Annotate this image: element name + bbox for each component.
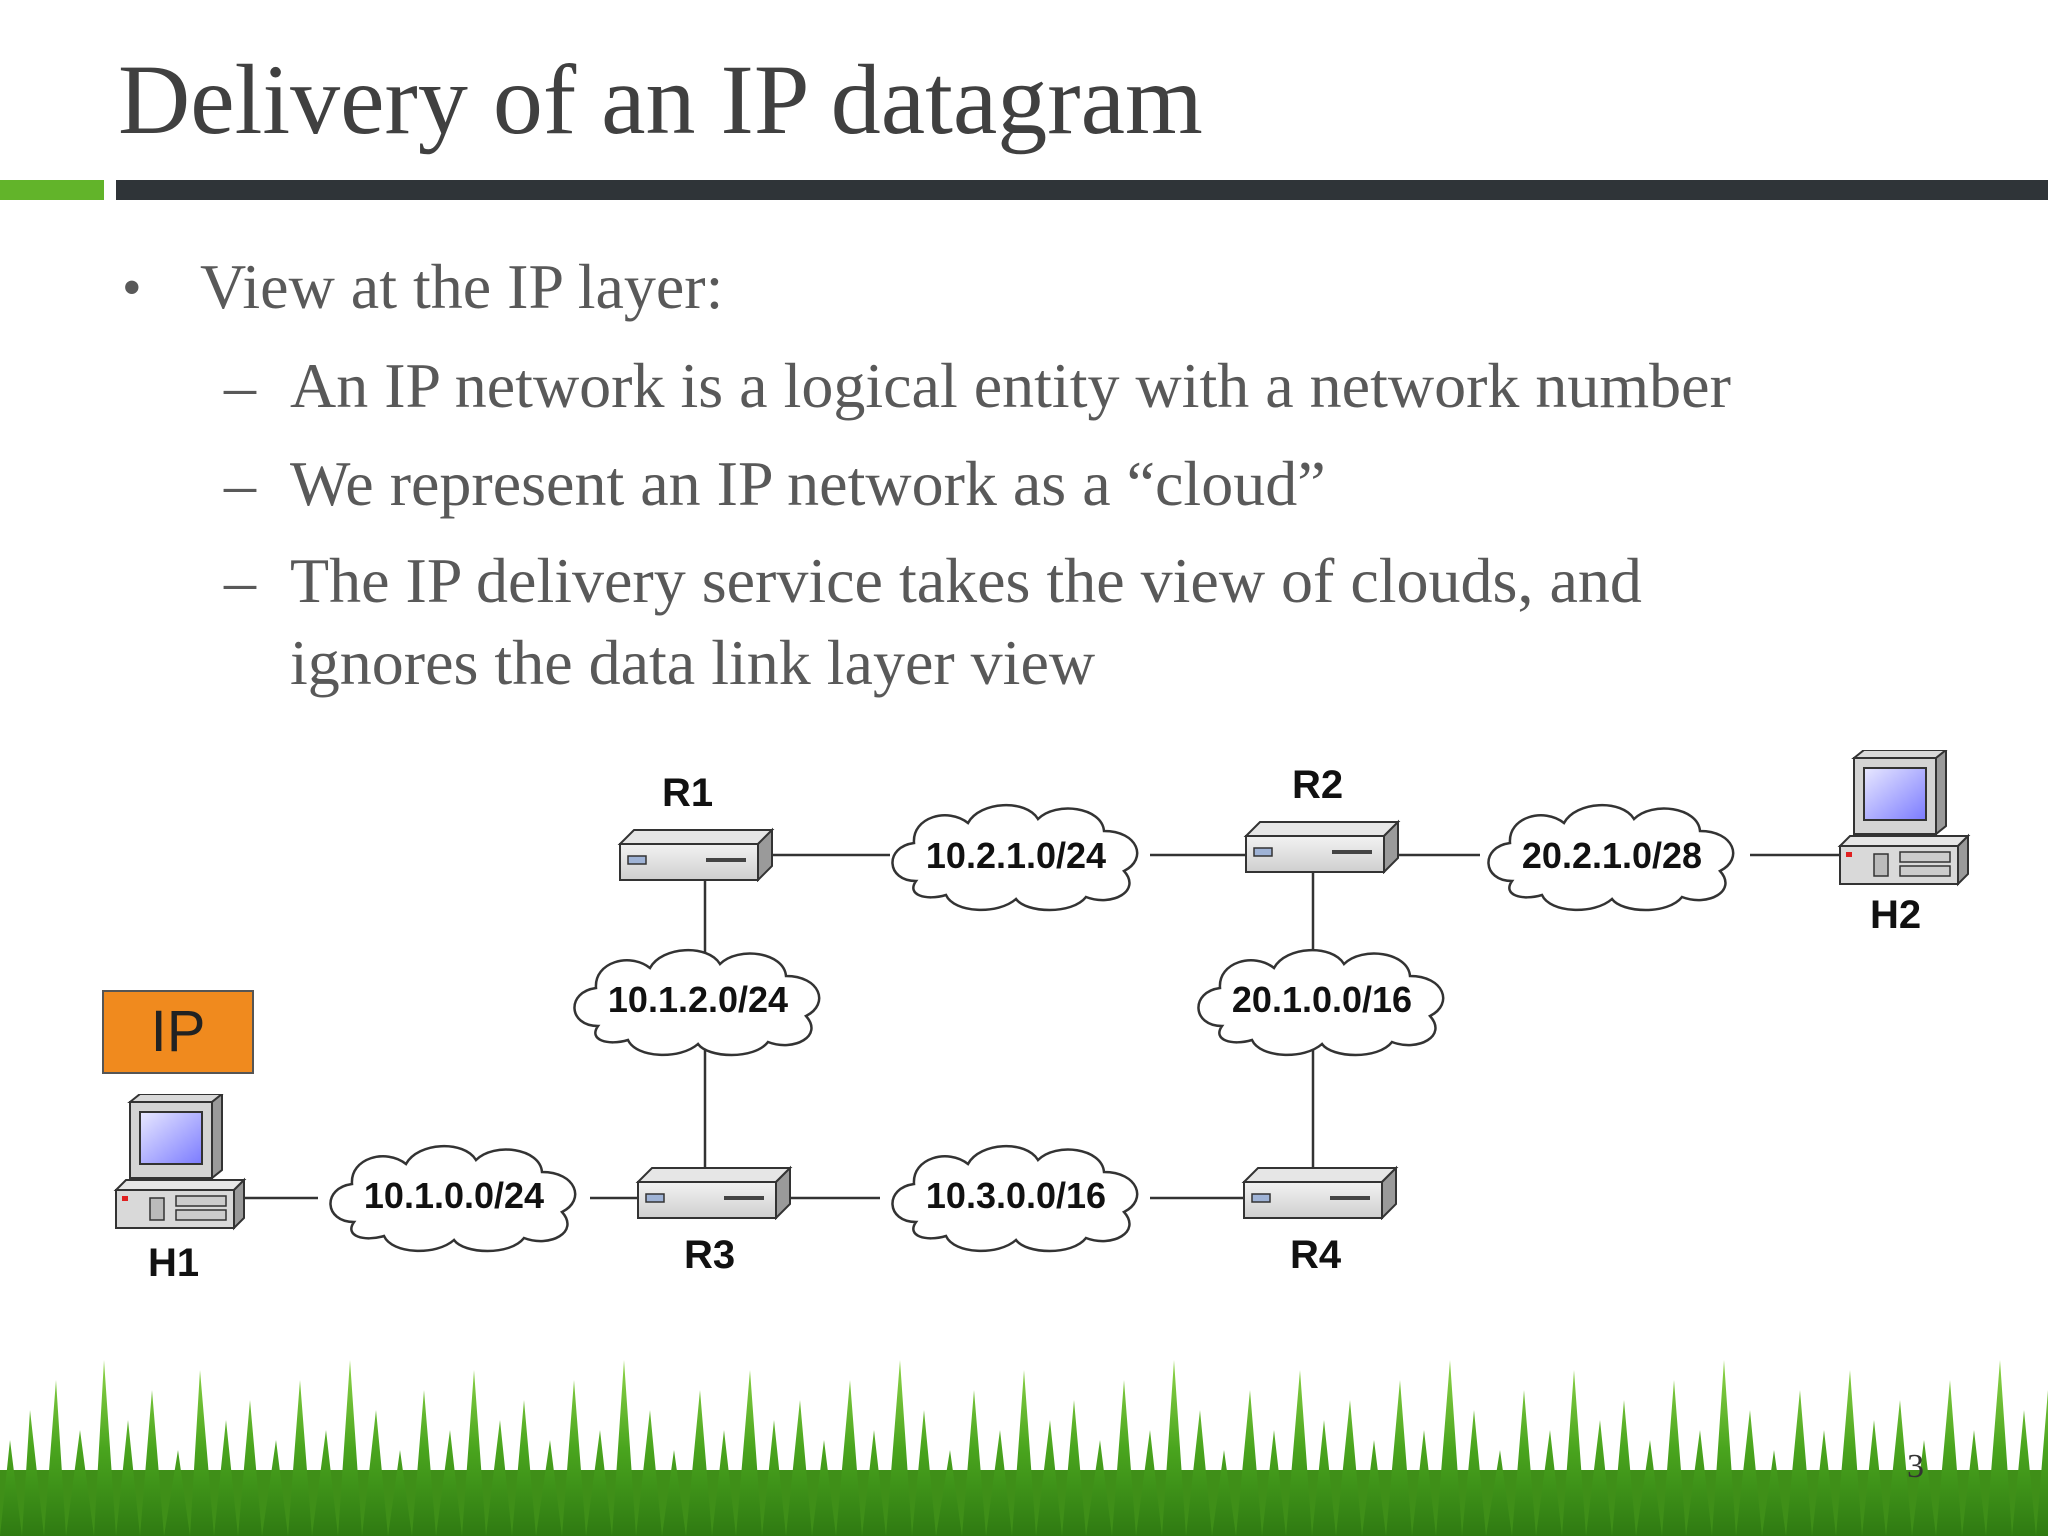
network-diagram-graphics <box>115 750 1969 1253</box>
router-icon <box>619 829 773 881</box>
sub-bullet-dash: – <box>224 545 256 616</box>
router-label-r4: R4 <box>1290 1233 1342 1277</box>
bullet-list: • View at the IP layer: – An IP network … <box>0 0 2048 720</box>
router-icon <box>637 1167 791 1219</box>
sub-bullet-3-continued: ignores the data link layer view <box>290 627 1096 698</box>
network-label: 20.1.0.0/16 <box>1231 979 1413 1020</box>
network-label: 10.1.0.0/24 <box>363 1175 545 1216</box>
sub-bullet-dash: – <box>224 448 256 519</box>
router-label-r1: R1 <box>662 771 714 815</box>
network-label: 10.2.1.0/24 <box>925 835 1107 876</box>
router-label-r2: R2 <box>1292 763 1344 807</box>
host-label-h2: H2 <box>1870 893 1922 937</box>
host-label-h1: H1 <box>148 1241 200 1285</box>
ip-layer-box: IP <box>102 990 254 1074</box>
network-label: 20.2.1.0/28 <box>1521 835 1703 876</box>
router-icon <box>1243 1167 1397 1219</box>
bullet-dot: • <box>122 257 142 319</box>
network-label: 10.1.2.0/24 <box>607 979 789 1020</box>
network-diagram: 10.2.1.0/24 20.2.1.0/28 10.1.2.0/24 20.1… <box>0 720 2048 1340</box>
sub-bullet-2: We represent an IP network as a “cloud” <box>290 448 1326 519</box>
router-label-r3: R3 <box>684 1233 736 1277</box>
sub-bullet-1: An IP network is a logical entity with a… <box>290 350 1731 421</box>
bullet-text: View at the IP layer: <box>200 251 724 322</box>
computer-icon <box>115 1094 245 1229</box>
title-accent-bar <box>0 180 104 200</box>
slide-title: Delivery of an IP datagram <box>118 44 1203 155</box>
link-lines <box>242 853 1840 1200</box>
grass-decoration <box>0 1360 2048 1536</box>
network-label: 10.3.0.0/16 <box>925 1175 1107 1216</box>
computer-icon <box>1839 750 1969 885</box>
sub-bullet-dash: – <box>224 350 256 421</box>
title-underline-bar <box>116 180 2048 200</box>
sub-bullet-3: The IP delivery service takes the view o… <box>290 545 1642 616</box>
page-number: 3 <box>1907 1448 1924 1485</box>
router-icon <box>1245 821 1399 873</box>
